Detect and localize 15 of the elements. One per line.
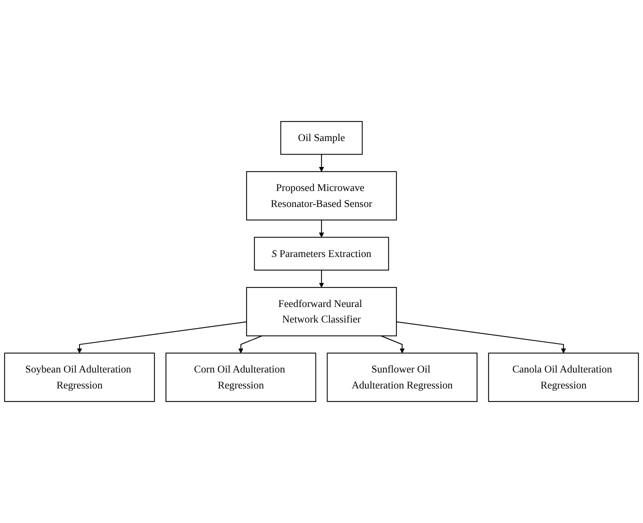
arrow <box>238 335 262 354</box>
arrow <box>318 154 324 172</box>
node-box: Sunflower Oil Adulteration Regression <box>326 352 478 402</box>
node-box: Canola Oil Adulteration Regression <box>488 352 639 402</box>
node-box: S Parameters Extraction <box>254 236 390 271</box>
node-box: Corn Oil Adulteration Regression <box>166 352 316 402</box>
node-box: Feedforward Neural Network Classifier <box>246 287 397 336</box>
arrow <box>396 321 566 354</box>
node-box: Soybean Oil Adulteration Regression <box>4 352 155 402</box>
node-box: Proposed Microwave Resonator-Based Sensor <box>246 171 397 220</box>
arrow <box>318 220 324 238</box>
arrow <box>76 321 248 354</box>
node-box: Oil Sample <box>280 121 363 155</box>
arrow <box>380 335 405 354</box>
arrow <box>318 270 324 288</box>
